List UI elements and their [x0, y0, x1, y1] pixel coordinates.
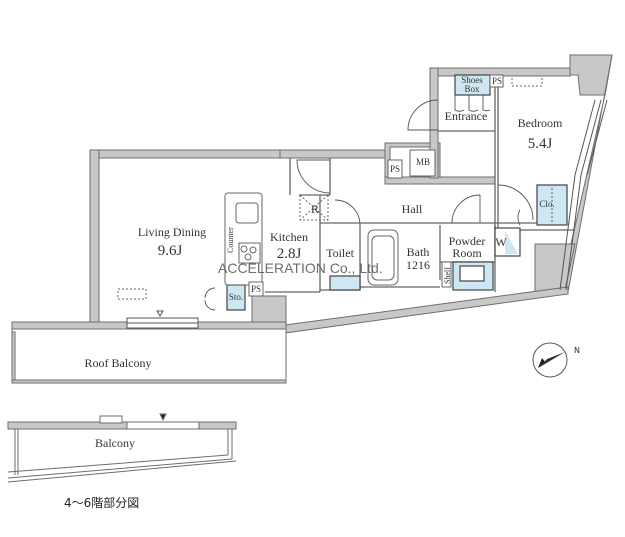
- door-powder: [451, 194, 481, 224]
- wall-bottom-diagonal: [284, 286, 569, 334]
- bedroom-size: 5.4J: [527, 136, 553, 152]
- bathtub: [367, 229, 399, 286]
- closet-label: Clo.: [539, 199, 555, 209]
- kitchen-size: 2.8J: [276, 246, 302, 262]
- balcony-label: Balcony: [95, 436, 135, 450]
- roof-balcony-rail: [11, 328, 287, 381]
- powder-room-label-2: Room: [452, 246, 482, 260]
- kitchen-counter: [224, 192, 263, 286]
- ps-kitchen-label: PS: [250, 284, 262, 294]
- door-bedroom: [497, 184, 534, 221]
- storage-label: Sto.: [228, 292, 244, 302]
- kitchen-label: Kitchen: [270, 230, 308, 244]
- toilet-fixture: [329, 275, 361, 291]
- door-shoes: [454, 95, 491, 112]
- fridge-space: [299, 194, 329, 221]
- door-entrance: [407, 99, 439, 131]
- shoes-box-label-1: Shoes: [461, 75, 483, 85]
- compass-north-label: N: [574, 346, 580, 355]
- bath-label: Bath: [406, 245, 430, 259]
- door-kitchen: [296, 159, 331, 194]
- shelf-label: Shelf: [443, 267, 452, 284]
- watermark: ACCELERATION Co., Ltd.: [218, 260, 383, 276]
- toilet-label: Toilet: [326, 246, 354, 260]
- floor-caption: 4〜6階部分図: [64, 496, 140, 510]
- ps-hall-label: PS: [389, 164, 401, 174]
- counter-label: Counter: [226, 227, 235, 253]
- roof-balcony-label: Roof Balcony: [84, 356, 152, 370]
- door-closet: [517, 209, 521, 226]
- bedroom-label: Bedroom: [517, 116, 563, 130]
- shoes-box-label-2: Box: [464, 84, 480, 94]
- mb-label: MB: [415, 157, 431, 167]
- living-dining-label: Living Dining: [137, 225, 207, 239]
- ps-entrance-label: PS: [491, 76, 503, 86]
- door-storage: [204, 287, 216, 311]
- hall-label: Hall: [401, 202, 423, 216]
- washer-label: W: [495, 235, 507, 249]
- living-dining-size: 9.6J: [157, 243, 183, 259]
- powder-room-label-1: Powder: [448, 234, 486, 248]
- wall-top-living: [89, 149, 291, 159]
- entrance-label: Entrance: [444, 109, 488, 123]
- compass-icon: [532, 342, 568, 378]
- fridge-label: R: [310, 202, 320, 216]
- door-toilet: [334, 199, 361, 226]
- bath-size: 1216: [406, 258, 430, 272]
- wall-left-living: [89, 149, 100, 323]
